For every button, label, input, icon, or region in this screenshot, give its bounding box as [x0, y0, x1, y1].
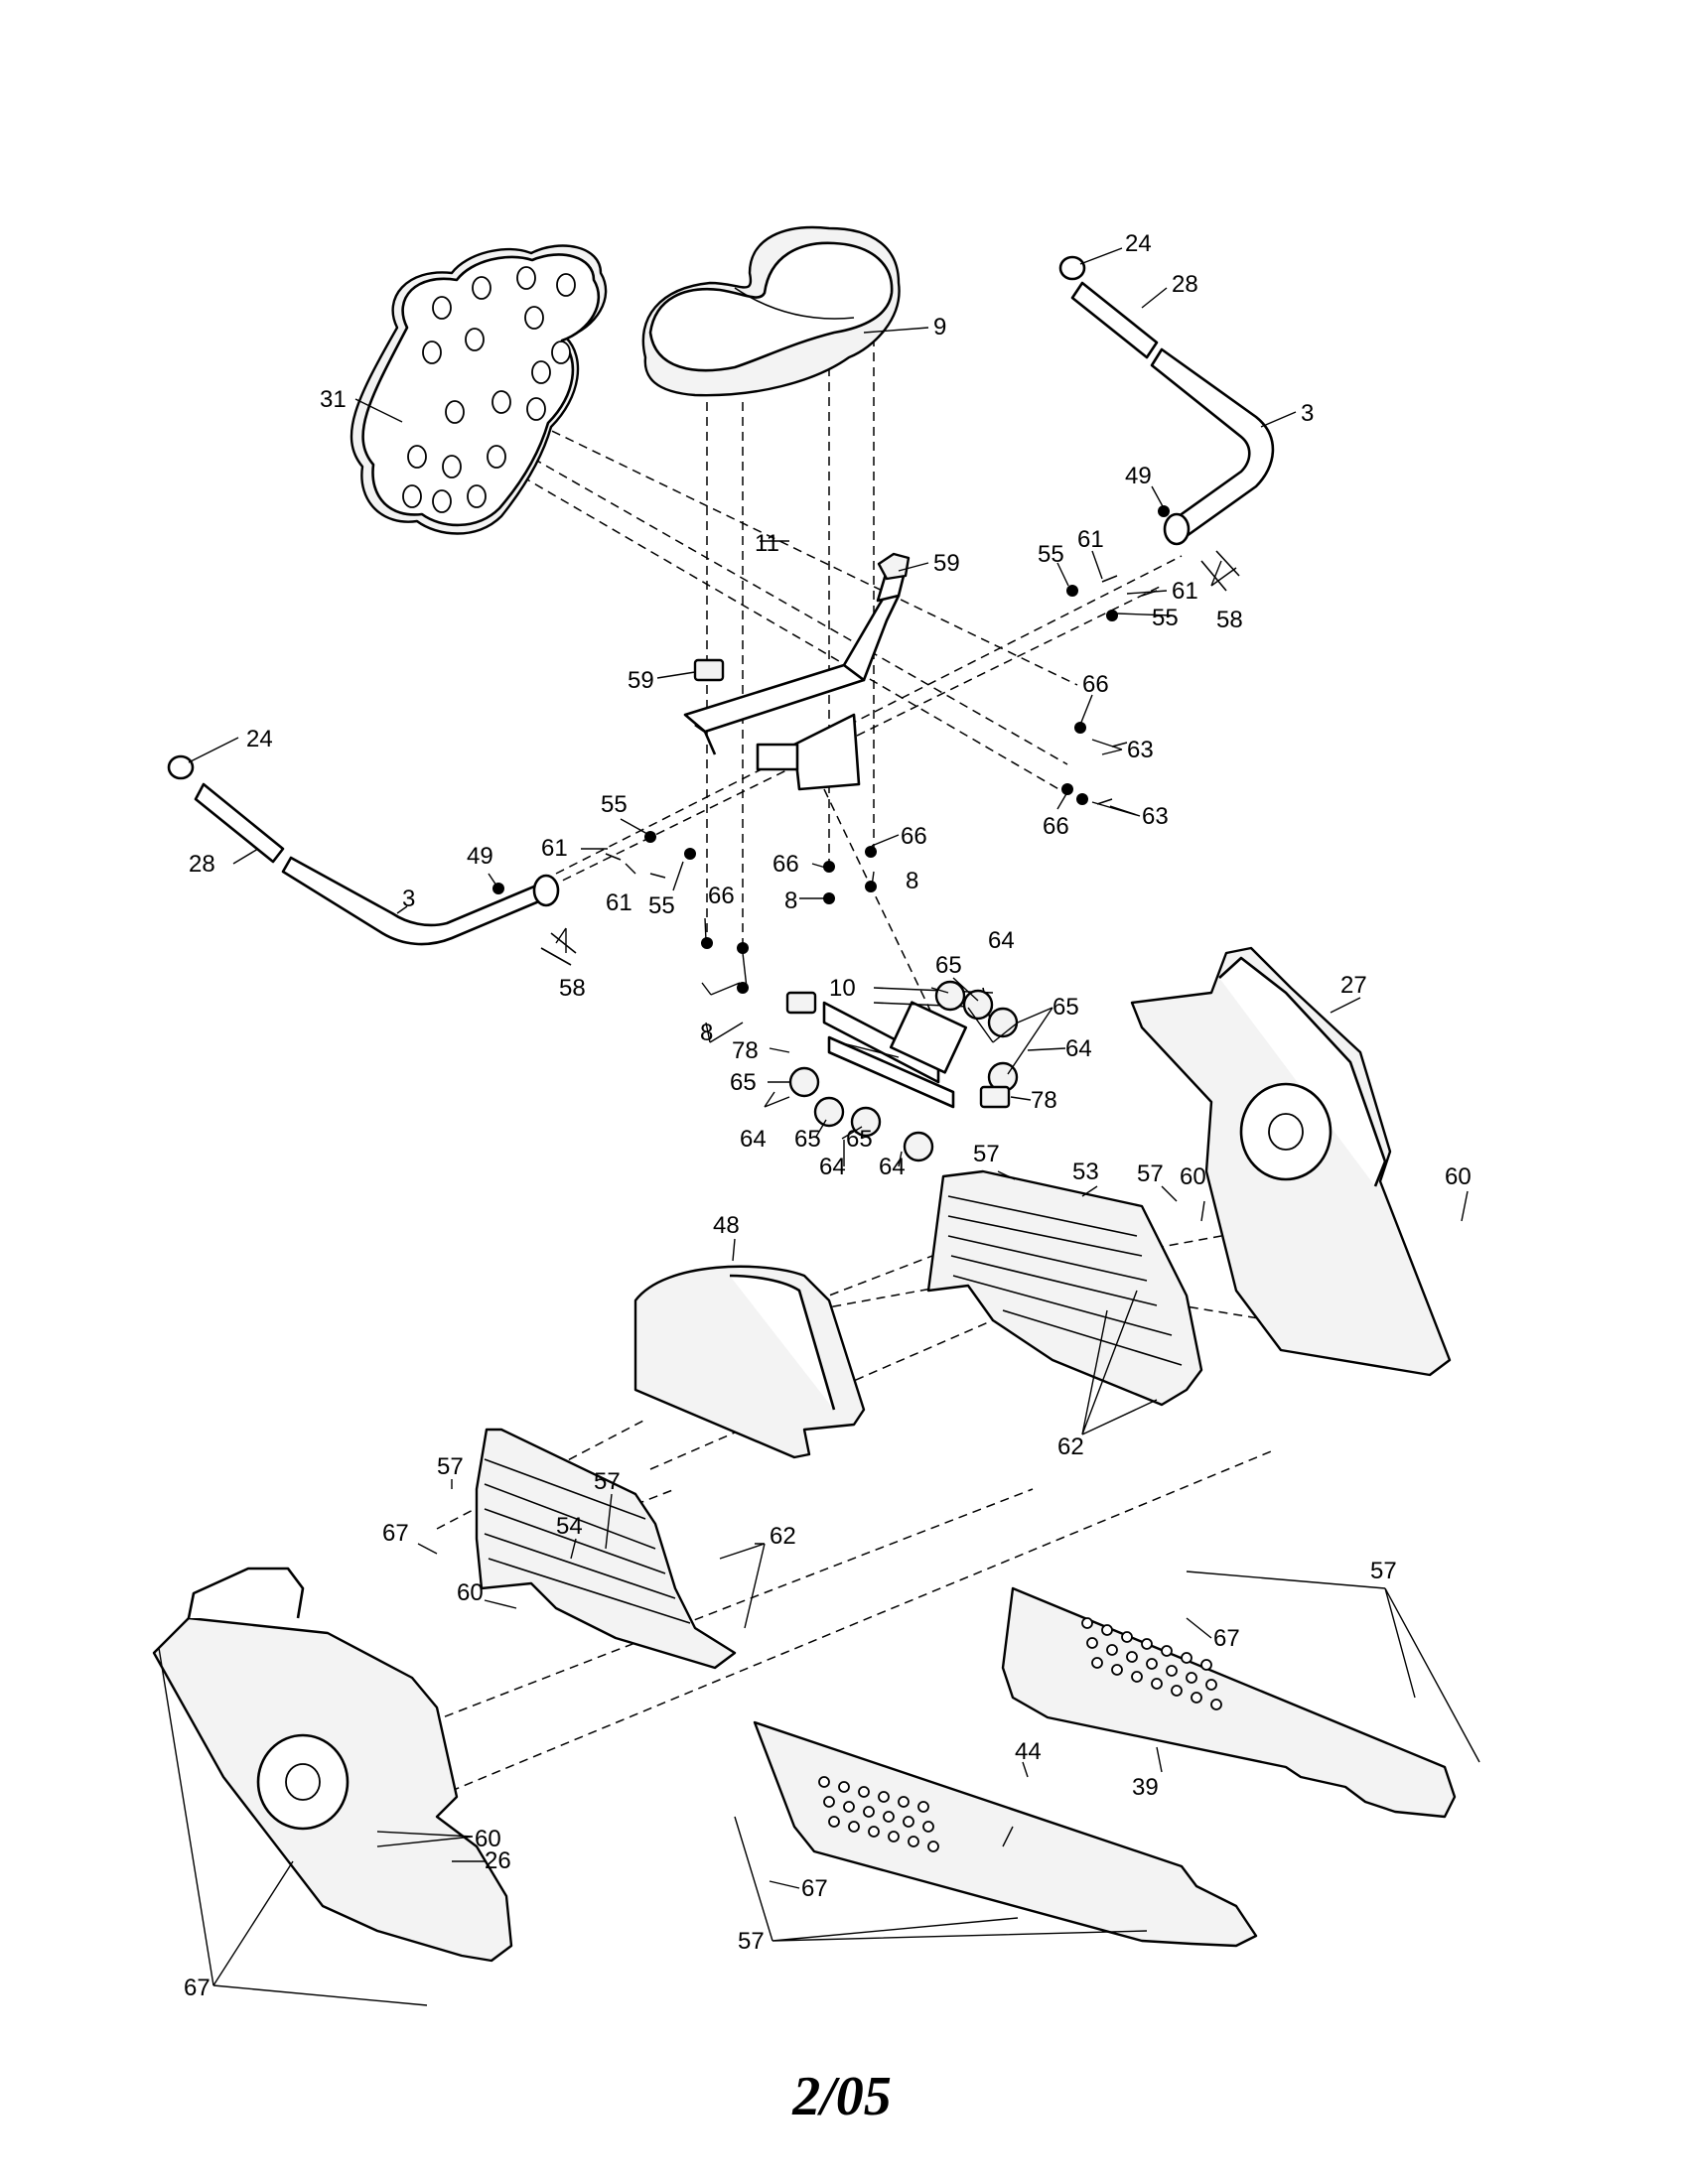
callout-67: 67 — [1213, 1625, 1240, 1652]
callout-64: 64 — [740, 1126, 767, 1153]
callout-8: 8 — [784, 887, 797, 914]
callout-62: 62 — [770, 1523, 796, 1550]
callout-60: 60 — [457, 1579, 484, 1606]
callout-66: 66 — [901, 823, 927, 850]
callout-58: 58 — [559, 975, 586, 1002]
callout-9: 9 — [933, 314, 946, 341]
panel-39-holes — [1081, 1617, 1222, 1710]
callout-66: 66 — [772, 851, 799, 878]
panel-39 — [1001, 1586, 1457, 1819]
carriage-10 — [785, 980, 1019, 1162]
callout-65: 65 — [794, 1126, 821, 1153]
callout-67: 67 — [382, 1520, 409, 1547]
callout-58: 58 — [1216, 607, 1243, 633]
callout-44: 44 — [1015, 1738, 1042, 1765]
callout-49: 49 — [467, 843, 493, 870]
callout-24: 24 — [246, 726, 273, 752]
handlebar-right-3 — [1058, 255, 1275, 546]
shroud-48 — [633, 1265, 866, 1459]
callout-59: 59 — [628, 667, 654, 694]
fastener-hardware — [492, 505, 1240, 994]
callout-64: 64 — [1065, 1035, 1092, 1062]
callout-64: 64 — [879, 1154, 906, 1180]
callout-26: 26 — [485, 1847, 511, 1874]
callout-11: 11 — [755, 530, 779, 557]
callout-61: 61 — [1172, 578, 1198, 605]
callout-65: 65 — [1052, 994, 1079, 1021]
shroud-53 — [926, 1169, 1203, 1407]
callout-66: 66 — [1043, 813, 1069, 840]
callout-57: 57 — [437, 1453, 464, 1480]
handlebar-left-3 — [167, 754, 560, 946]
callout-65: 65 — [935, 952, 962, 979]
callout-67: 67 — [801, 1875, 828, 1902]
callout-64: 64 — [988, 927, 1015, 954]
callout-8: 8 — [700, 1020, 713, 1046]
callout-57: 57 — [973, 1141, 1000, 1167]
callout-60: 60 — [475, 1826, 501, 1852]
callout-59: 59 — [933, 550, 960, 577]
seat-9 — [641, 225, 901, 397]
callout-64: 64 — [819, 1154, 846, 1180]
callout-54: 54 — [556, 1513, 583, 1540]
callout-24: 24 — [1125, 230, 1152, 257]
callout-55: 55 — [1152, 605, 1179, 631]
callout-55: 55 — [601, 791, 628, 818]
callout-27: 27 — [1340, 972, 1367, 999]
callout-28: 28 — [1172, 271, 1198, 298]
backrest-31 — [350, 244, 608, 535]
callout-10: 10 — [829, 975, 856, 1002]
callout-48: 48 — [713, 1212, 740, 1239]
callout-63: 63 — [1142, 803, 1169, 830]
callout-61: 61 — [541, 835, 568, 862]
callout-57: 57 — [594, 1468, 621, 1495]
callout-65: 65 — [730, 1069, 757, 1096]
callout-49: 49 — [1125, 463, 1152, 489]
callout-57: 57 — [1370, 1558, 1397, 1584]
callout-60: 60 — [1445, 1163, 1472, 1190]
callout-55: 55 — [648, 892, 675, 919]
callout-28: 28 — [189, 851, 215, 878]
callout-63: 63 — [1127, 737, 1154, 763]
seat-bracket-11 — [683, 552, 911, 791]
callout-53: 53 — [1072, 1159, 1099, 1185]
callout-57: 57 — [1137, 1160, 1164, 1187]
callout-8: 8 — [906, 868, 918, 894]
callout-66: 66 — [708, 883, 735, 909]
callout-62: 62 — [1057, 1433, 1084, 1460]
callout-39: 39 — [1132, 1774, 1159, 1801]
callout-3: 3 — [402, 886, 415, 912]
callout-61: 61 — [1077, 526, 1104, 553]
callout-61: 61 — [606, 889, 632, 916]
callout-31: 31 — [320, 386, 347, 413]
callout-78: 78 — [732, 1037, 759, 1064]
panel-44-holes — [818, 1776, 939, 1852]
left-shield-26 — [152, 1567, 513, 1963]
page-date: 2/05 — [792, 2066, 892, 2127]
right-shield-27 — [1130, 946, 1452, 1377]
callout-3: 3 — [1301, 400, 1314, 427]
leader-lines — [158, 247, 1480, 2006]
callout-60: 60 — [1180, 1163, 1206, 1190]
callout-65: 65 — [846, 1126, 873, 1153]
callout-78: 78 — [1031, 1087, 1057, 1114]
callout-66: 66 — [1082, 671, 1109, 698]
panel-44 — [753, 1720, 1258, 1948]
callout-55: 55 — [1038, 541, 1064, 568]
callout-57: 57 — [738, 1928, 765, 1955]
callout-67: 67 — [184, 1975, 210, 2001]
callout-labels: 24 28 9 3 31 49 55 61 61 55 58 59 11 59 … — [184, 230, 1472, 2001]
